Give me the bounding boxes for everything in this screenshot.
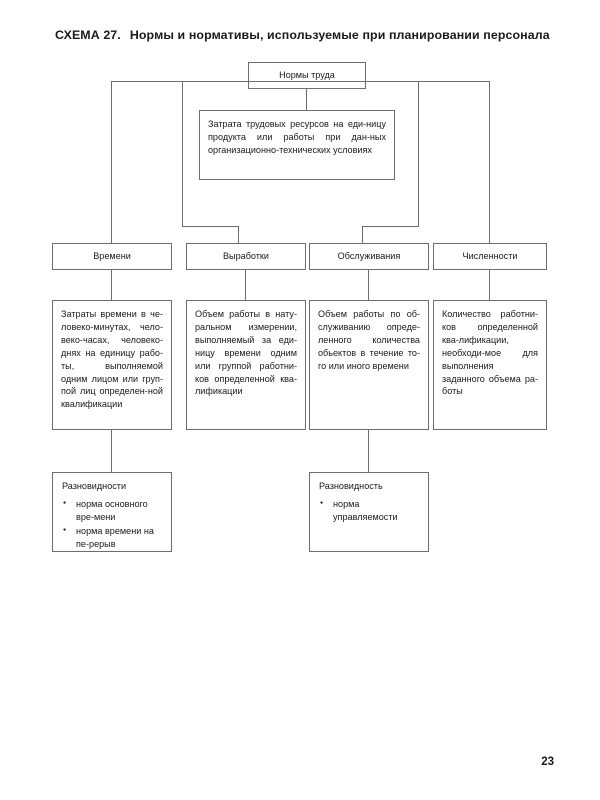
scheme-number: СХЕМА 27. bbox=[55, 28, 121, 42]
connector-col1-to-detail bbox=[111, 270, 112, 300]
list-item: норма основного вре-мени bbox=[62, 497, 163, 524]
connector-col2-to-detail bbox=[245, 270, 246, 300]
node-root-definition-text: Затрата трудовых ресурсов на еди-ницу пр… bbox=[208, 119, 386, 155]
list-item: норма времени на пе-рерыв bbox=[62, 524, 163, 551]
node-variants-obsluzhivaniya-heading: Разновидность bbox=[319, 481, 383, 491]
node-root-definition[interactable]: Затрата трудовых ресурсов на еди-ницу пр… bbox=[199, 110, 395, 180]
variants-obsluzhivaniya-list: норма управляемости bbox=[319, 497, 420, 524]
node-detail-vyrabotki-text: Объем работы в нату-ральном измерении, в… bbox=[195, 309, 297, 397]
node-detail-vyrabotki[interactable]: Объем работы в нату-ральном измерении, в… bbox=[186, 300, 306, 430]
connector-bus-to-col3-jog bbox=[362, 226, 419, 227]
node-detail-obsluzhivaniya[interactable]: Объем работы по об-служиванию опреде-лен… bbox=[309, 300, 429, 430]
connector-bus-to-col2-enter bbox=[238, 226, 239, 243]
connector-bus-to-col2-drop bbox=[182, 81, 183, 226]
page-number: 23 bbox=[541, 756, 554, 768]
node-category-vyrabotki-label: Выработки bbox=[222, 251, 269, 262]
connector-bus-to-col2-jog bbox=[182, 226, 239, 227]
connector-bus-to-col3-drop bbox=[418, 81, 419, 226]
connector-root-to-definition bbox=[306, 89, 307, 110]
connector-bus-to-col3-enter bbox=[362, 226, 363, 243]
node-root-label: Нормы труда bbox=[279, 70, 335, 81]
node-category-obsluzhivaniya[interactable]: Обслуживания bbox=[309, 243, 429, 270]
node-variants-obsluzhivaniya[interactable]: Разновидность норма управляемости bbox=[309, 472, 429, 552]
node-category-vyrabotki[interactable]: Выработки bbox=[186, 243, 306, 270]
list-item: норма управляемости bbox=[319, 497, 420, 524]
variants-vremeni-list: норма основного вре-мени норма времени н… bbox=[62, 497, 163, 551]
connector-bus-to-col4 bbox=[489, 81, 490, 243]
node-detail-vremeni[interactable]: Затраты времени в че-ловеко-минутах, чел… bbox=[52, 300, 172, 430]
connector-bus-to-col1 bbox=[111, 81, 112, 243]
node-category-obsluzhivaniya-label: Обслуживания bbox=[337, 251, 401, 262]
node-detail-chislennosti[interactable]: Количество работни-ков определенной ква-… bbox=[433, 300, 547, 430]
node-category-chislennosti[interactable]: Численности bbox=[433, 243, 547, 270]
node-variants-vremeni[interactable]: Разновидности норма основного вре-мени н… bbox=[52, 472, 172, 552]
node-variants-vremeni-heading: Разновидности bbox=[62, 481, 127, 491]
node-detail-obsluzhivaniya-text: Объем работы по об-служиванию опреде-лен… bbox=[318, 309, 420, 371]
connector-col4-to-detail bbox=[489, 270, 490, 300]
page-title: СХЕМА 27. Нормы и нормативы, используемые… bbox=[55, 28, 555, 42]
node-category-vremeni[interactable]: Времени bbox=[52, 243, 172, 270]
connector-bus-horizontal bbox=[111, 81, 489, 82]
node-category-chislennosti-label: Численности bbox=[462, 251, 518, 262]
node-detail-chislennosti-text: Количество работни-ков определенной ква-… bbox=[442, 309, 538, 397]
connector-detail3-to-variants bbox=[368, 430, 369, 472]
connector-detail1-to-variants bbox=[111, 430, 112, 472]
scheme-title: Нормы и нормативы, используемые при план… bbox=[129, 28, 550, 42]
node-category-vremeni-label: Времени bbox=[93, 251, 131, 262]
connector-col3-to-detail bbox=[368, 270, 369, 300]
node-root[interactable]: Нормы труда bbox=[248, 62, 366, 89]
node-detail-vremeni-text: Затраты времени в че-ловеко-минутах, чел… bbox=[61, 309, 163, 410]
